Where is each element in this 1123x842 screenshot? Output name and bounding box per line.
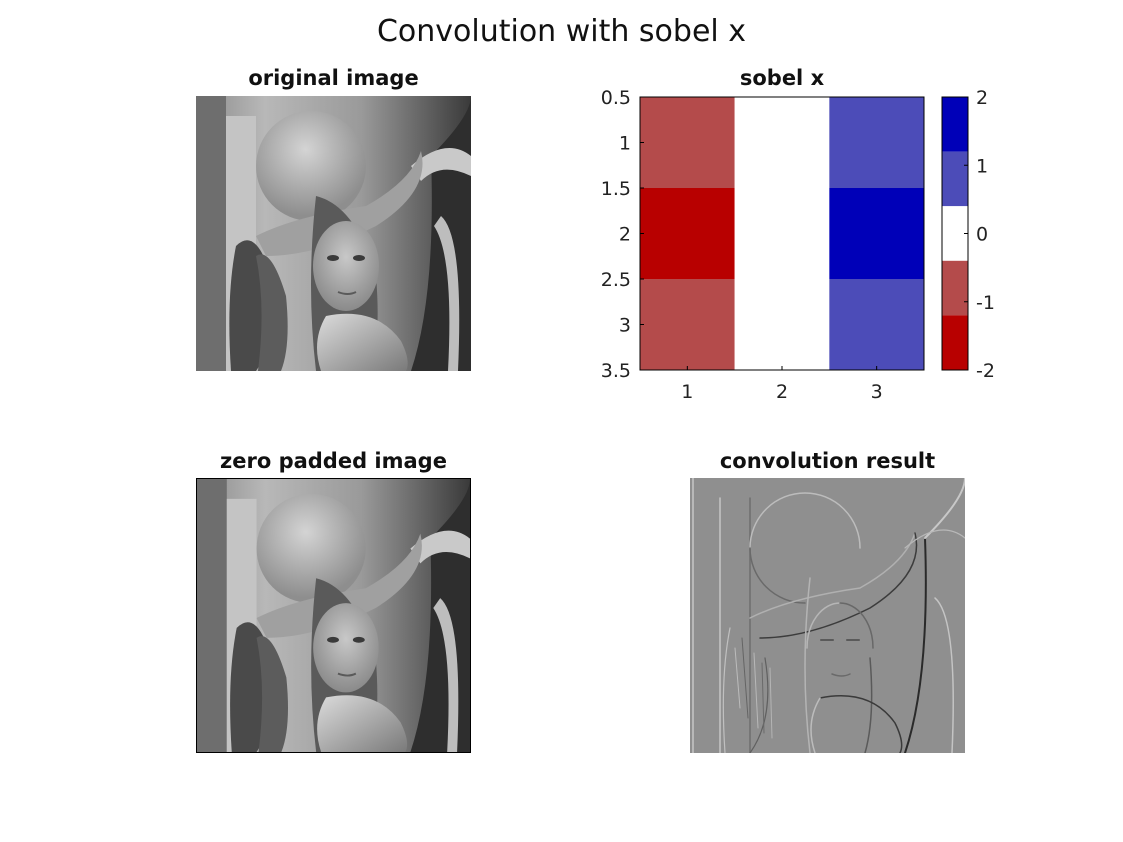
result-image-title: convolution result — [719, 449, 936, 473]
y-tick-label: 0.5 — [601, 87, 631, 109]
heatmap-cell — [829, 97, 924, 188]
heatmap-cell — [734, 97, 830, 188]
kernel-title: sobel x — [739, 66, 825, 90]
colorbar-segment — [942, 151, 968, 207]
heatmap-cell — [640, 279, 735, 370]
figure-title: Convolution with sobel x — [376, 14, 747, 49]
y-tick-label: 3.5 — [601, 360, 631, 382]
x-tick-label: 3 — [871, 381, 883, 403]
colorbar-segment — [942, 260, 968, 316]
colorbar-tick-label: -2 — [976, 360, 995, 382]
heatmap-cell — [734, 188, 830, 279]
heatmap-cell — [640, 97, 735, 188]
colorbar-tick-label: 1 — [976, 155, 988, 177]
convolution-result-image — [690, 478, 965, 753]
y-tick-label: 1.5 — [601, 178, 631, 200]
colorbar-segment — [942, 97, 968, 152]
padded-image — [196, 478, 471, 753]
heatmap-cell — [829, 279, 924, 370]
y-tick-label: 2.5 — [601, 269, 631, 291]
colorbar-segment — [942, 315, 968, 370]
edge-map — [690, 478, 965, 753]
padded-image-title: zero padded image — [220, 449, 447, 473]
original-image-title: original image — [248, 66, 419, 90]
y-tick-label: 2 — [619, 224, 631, 246]
colorbar-segment — [942, 206, 968, 261]
heatmap-cell — [734, 279, 830, 370]
colorbar-tick-label: -1 — [976, 292, 995, 314]
original-image — [196, 96, 471, 371]
x-tick-label: 1 — [681, 381, 693, 403]
y-tick-label: 3 — [619, 315, 631, 337]
x-tick-label: 2 — [776, 381, 788, 403]
y-tick-label: 1 — [619, 133, 631, 155]
colorbar-tick-label: 0 — [976, 224, 988, 246]
colorbar-tick-label: 2 — [976, 87, 988, 109]
heatmap-cell — [640, 188, 735, 279]
portrait-photo — [196, 96, 471, 371]
portrait-photo — [197, 479, 470, 752]
heatmap-cell — [829, 188, 924, 279]
